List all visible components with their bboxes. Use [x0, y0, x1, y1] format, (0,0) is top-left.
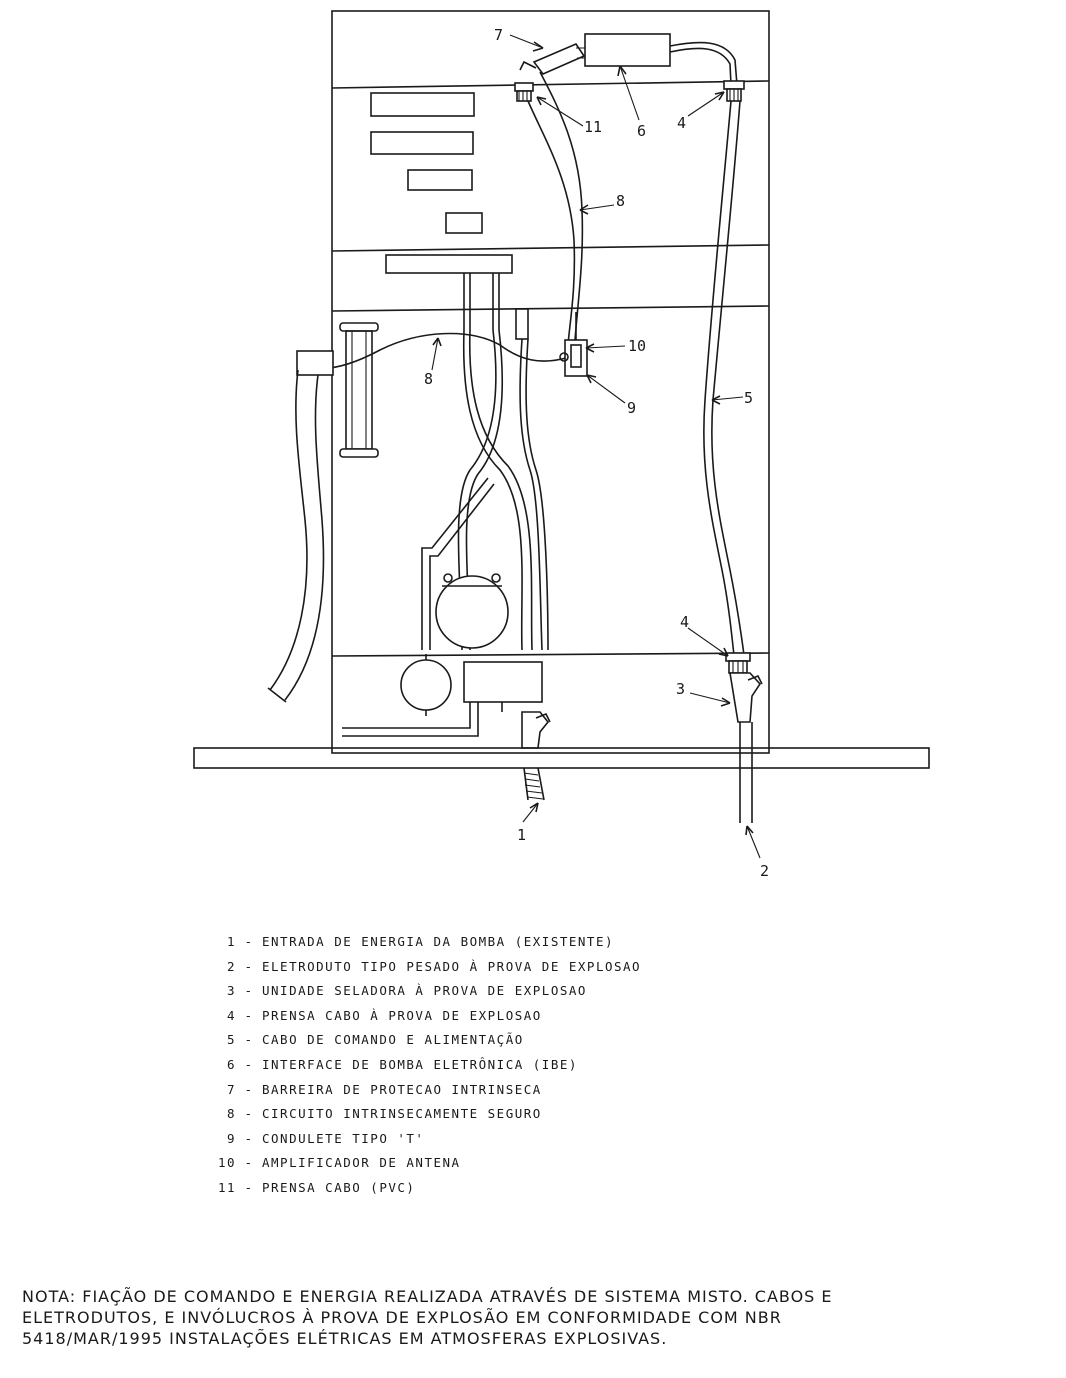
cable-gland-explosion-proof-lower — [725, 652, 751, 674]
antenna-amplifier — [570, 344, 582, 368]
pump-cabinet — [331, 10, 770, 754]
callout-4: 4 — [680, 613, 689, 631]
legend-item: 11 - PRENSA CABO (PVC) — [217, 1179, 416, 1195]
callout-2: 2 — [760, 862, 769, 880]
junction-box — [463, 661, 543, 703]
legend-item: 2 - ELETRODUTO TIPO PESADO À PROVA DE EX… — [226, 958, 642, 974]
callout-3: 3 — [676, 680, 685, 698]
legend-item: 6 - INTERFACE DE BOMBA ELETRÔNICA (IBE) — [226, 1056, 578, 1072]
callout-1: 1 — [517, 826, 526, 844]
fitting — [515, 308, 529, 340]
conduit — [462, 329, 523, 651]
panel-divider — [331, 244, 770, 252]
callout-6: 6 — [637, 122, 646, 140]
cable-gland-pvc — [514, 82, 534, 102]
note-line: ELETRODUTOS, E INVÓLUCROS À PROVA DE EXP… — [22, 1308, 782, 1327]
note: NOTA: FIAÇÃO DE COMANDO E ENERGIA REALIZ… — [22, 1286, 1052, 1349]
legend-item: 9 - CONDULETE TIPO 'T' — [226, 1130, 425, 1146]
intrinsic-barrier — [532, 43, 586, 75]
command-power-cable — [703, 100, 735, 656]
callout-7: 7 — [494, 26, 503, 44]
energy-inlet-conduit — [523, 767, 545, 801]
fuel-pump-wiring-diagram: 7 6 11 4 8 10 8 9 5 4 3 1 2 — [193, 10, 930, 880]
ibe-cable — [669, 41, 738, 86]
display-window — [370, 131, 474, 155]
legend-item: 5 - CABO DE COMANDO E ALIMENTAÇÃO — [226, 1032, 524, 1048]
panel-divider — [331, 652, 770, 657]
conduit — [519, 338, 543, 651]
display-window — [370, 92, 475, 117]
note-line: NOTA: FIAÇÃO DE COMANDO E ENERGIA REALIZ… — [22, 1287, 833, 1306]
legend-item: 1 - ENTRADA DE ENERGIA DA BOMBA (EXISTEN… — [226, 934, 614, 949]
legend: 1 - ENTRADA DE ENERGIA DA BOMBA (EXISTEN… — [208, 930, 808, 1201]
note-line: 5418/MAR/1995 INSTALAÇÕES ELÉTRICAS EM A… — [22, 1329, 668, 1348]
pump-motor — [435, 573, 509, 649]
hose — [269, 369, 308, 691]
legend-item: 10 - AMPLIFICADOR DE ANTENA — [217, 1155, 461, 1171]
callout-9: 9 — [627, 399, 636, 417]
legend-item: 3 - UNIDADE SELADORA À PROVA DE EXPLOSAO — [226, 983, 587, 999]
sealing-unit — [521, 711, 550, 749]
legend-item: 8 - CIRCUITO INTRINSECAMENTE SEGURO — [226, 1106, 542, 1122]
sealing-unit-right — [729, 672, 762, 723]
callout-8: 8 — [616, 192, 625, 210]
callout-5: 5 — [744, 389, 753, 407]
ibe-interface-box — [584, 33, 671, 67]
cable-gland-explosion-proof — [723, 80, 745, 102]
filter-cylinder — [339, 322, 379, 458]
display-window — [445, 212, 483, 234]
hose-connector — [296, 350, 334, 376]
pump-base — [193, 747, 930, 769]
panel-divider — [331, 305, 770, 312]
electronics-housing — [385, 254, 513, 274]
callout-4: 4 — [677, 114, 686, 132]
callout-8: 8 — [424, 370, 433, 388]
legend-item: 7 - BARREIRA DE PROTECAO INTRINSECA — [226, 1081, 542, 1097]
callout-10: 10 — [628, 337, 646, 355]
intrinsic-circuit — [519, 60, 537, 71]
display-window — [407, 169, 473, 191]
panel-divider — [331, 80, 770, 89]
callout-11: 11 — [584, 118, 602, 136]
legend-item: 4 - PRENSA CABO À PROVA DE EXPLOSAO — [226, 1007, 542, 1023]
pump-unit — [400, 654, 452, 716]
